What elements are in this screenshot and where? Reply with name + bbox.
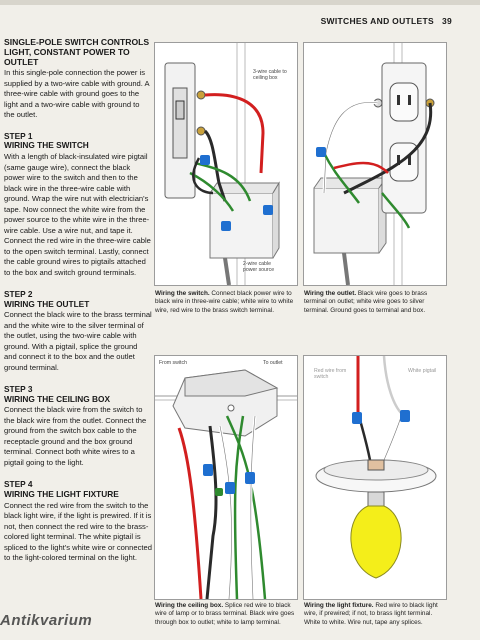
- callout-two-wire-cable: 2-wire cable power source: [243, 261, 275, 273]
- page-number: 39: [441, 16, 452, 26]
- label-white-pigtail: White pigtail: [408, 368, 437, 374]
- running-head: SWITCHES AND OUTLETS 39: [321, 16, 452, 26]
- step-2-heading: Step 2Wiring the outlet: [4, 289, 90, 309]
- intro-body: In this single-pole connection the power…: [4, 68, 150, 120]
- callout-three-wire-cable: 3-wire cable to ceiling box: [253, 69, 287, 81]
- switch-wiring-illustration: 3-wire cable to ceiling box 2-wire cable…: [154, 42, 298, 286]
- light-fixture-wiring-illustration: Red wire from switch White pigtail: [303, 355, 447, 600]
- step-4-heading: Step 4Wiring the light fixture: [4, 479, 119, 500]
- page-edge-shadow: [0, 0, 480, 5]
- step-3-heading: Step 3Wiring the ceiling box: [4, 384, 111, 404]
- instructions-column: Single-pole switch controls light, const…: [4, 37, 152, 564]
- running-head-section: SWITCHES AND OUTLETS: [320, 16, 434, 26]
- label-from-switch: From switch: [159, 360, 187, 366]
- ceiling-box-wiring-illustration: From switch To outlet: [154, 355, 298, 600]
- watermark: Antikvarium: [0, 612, 93, 629]
- outlet-caption: Wiring the outlet. Black wire goes to br…: [304, 290, 428, 314]
- step-4-body: Connect the red wire from the switch to …: [4, 500, 152, 563]
- outlet-wiring-illustration: [303, 42, 447, 286]
- step-1-body: With a length of black-insulated wire pi…: [4, 152, 151, 277]
- step-2-body: Connect the black wire to the brass term…: [4, 310, 152, 372]
- step-3-body: Connect the black wire from the switch t…: [4, 405, 147, 467]
- intro-title: Single-pole switch controls light, const…: [4, 37, 150, 67]
- step-1-heading: Step 1Wiring the switch: [4, 130, 89, 151]
- switch-caption: Wiring the switch. Connect black power w…: [155, 290, 294, 314]
- label-red-wire: Red wire from switch: [314, 368, 347, 380]
- ceiling-box-caption: Wiring the ceiling box. Splice red wire …: [155, 602, 295, 626]
- light-fixture-caption: Wiring the light fixture. Red wire to bl…: [304, 602, 438, 626]
- label-to-outlet: To outlet: [263, 360, 283, 366]
